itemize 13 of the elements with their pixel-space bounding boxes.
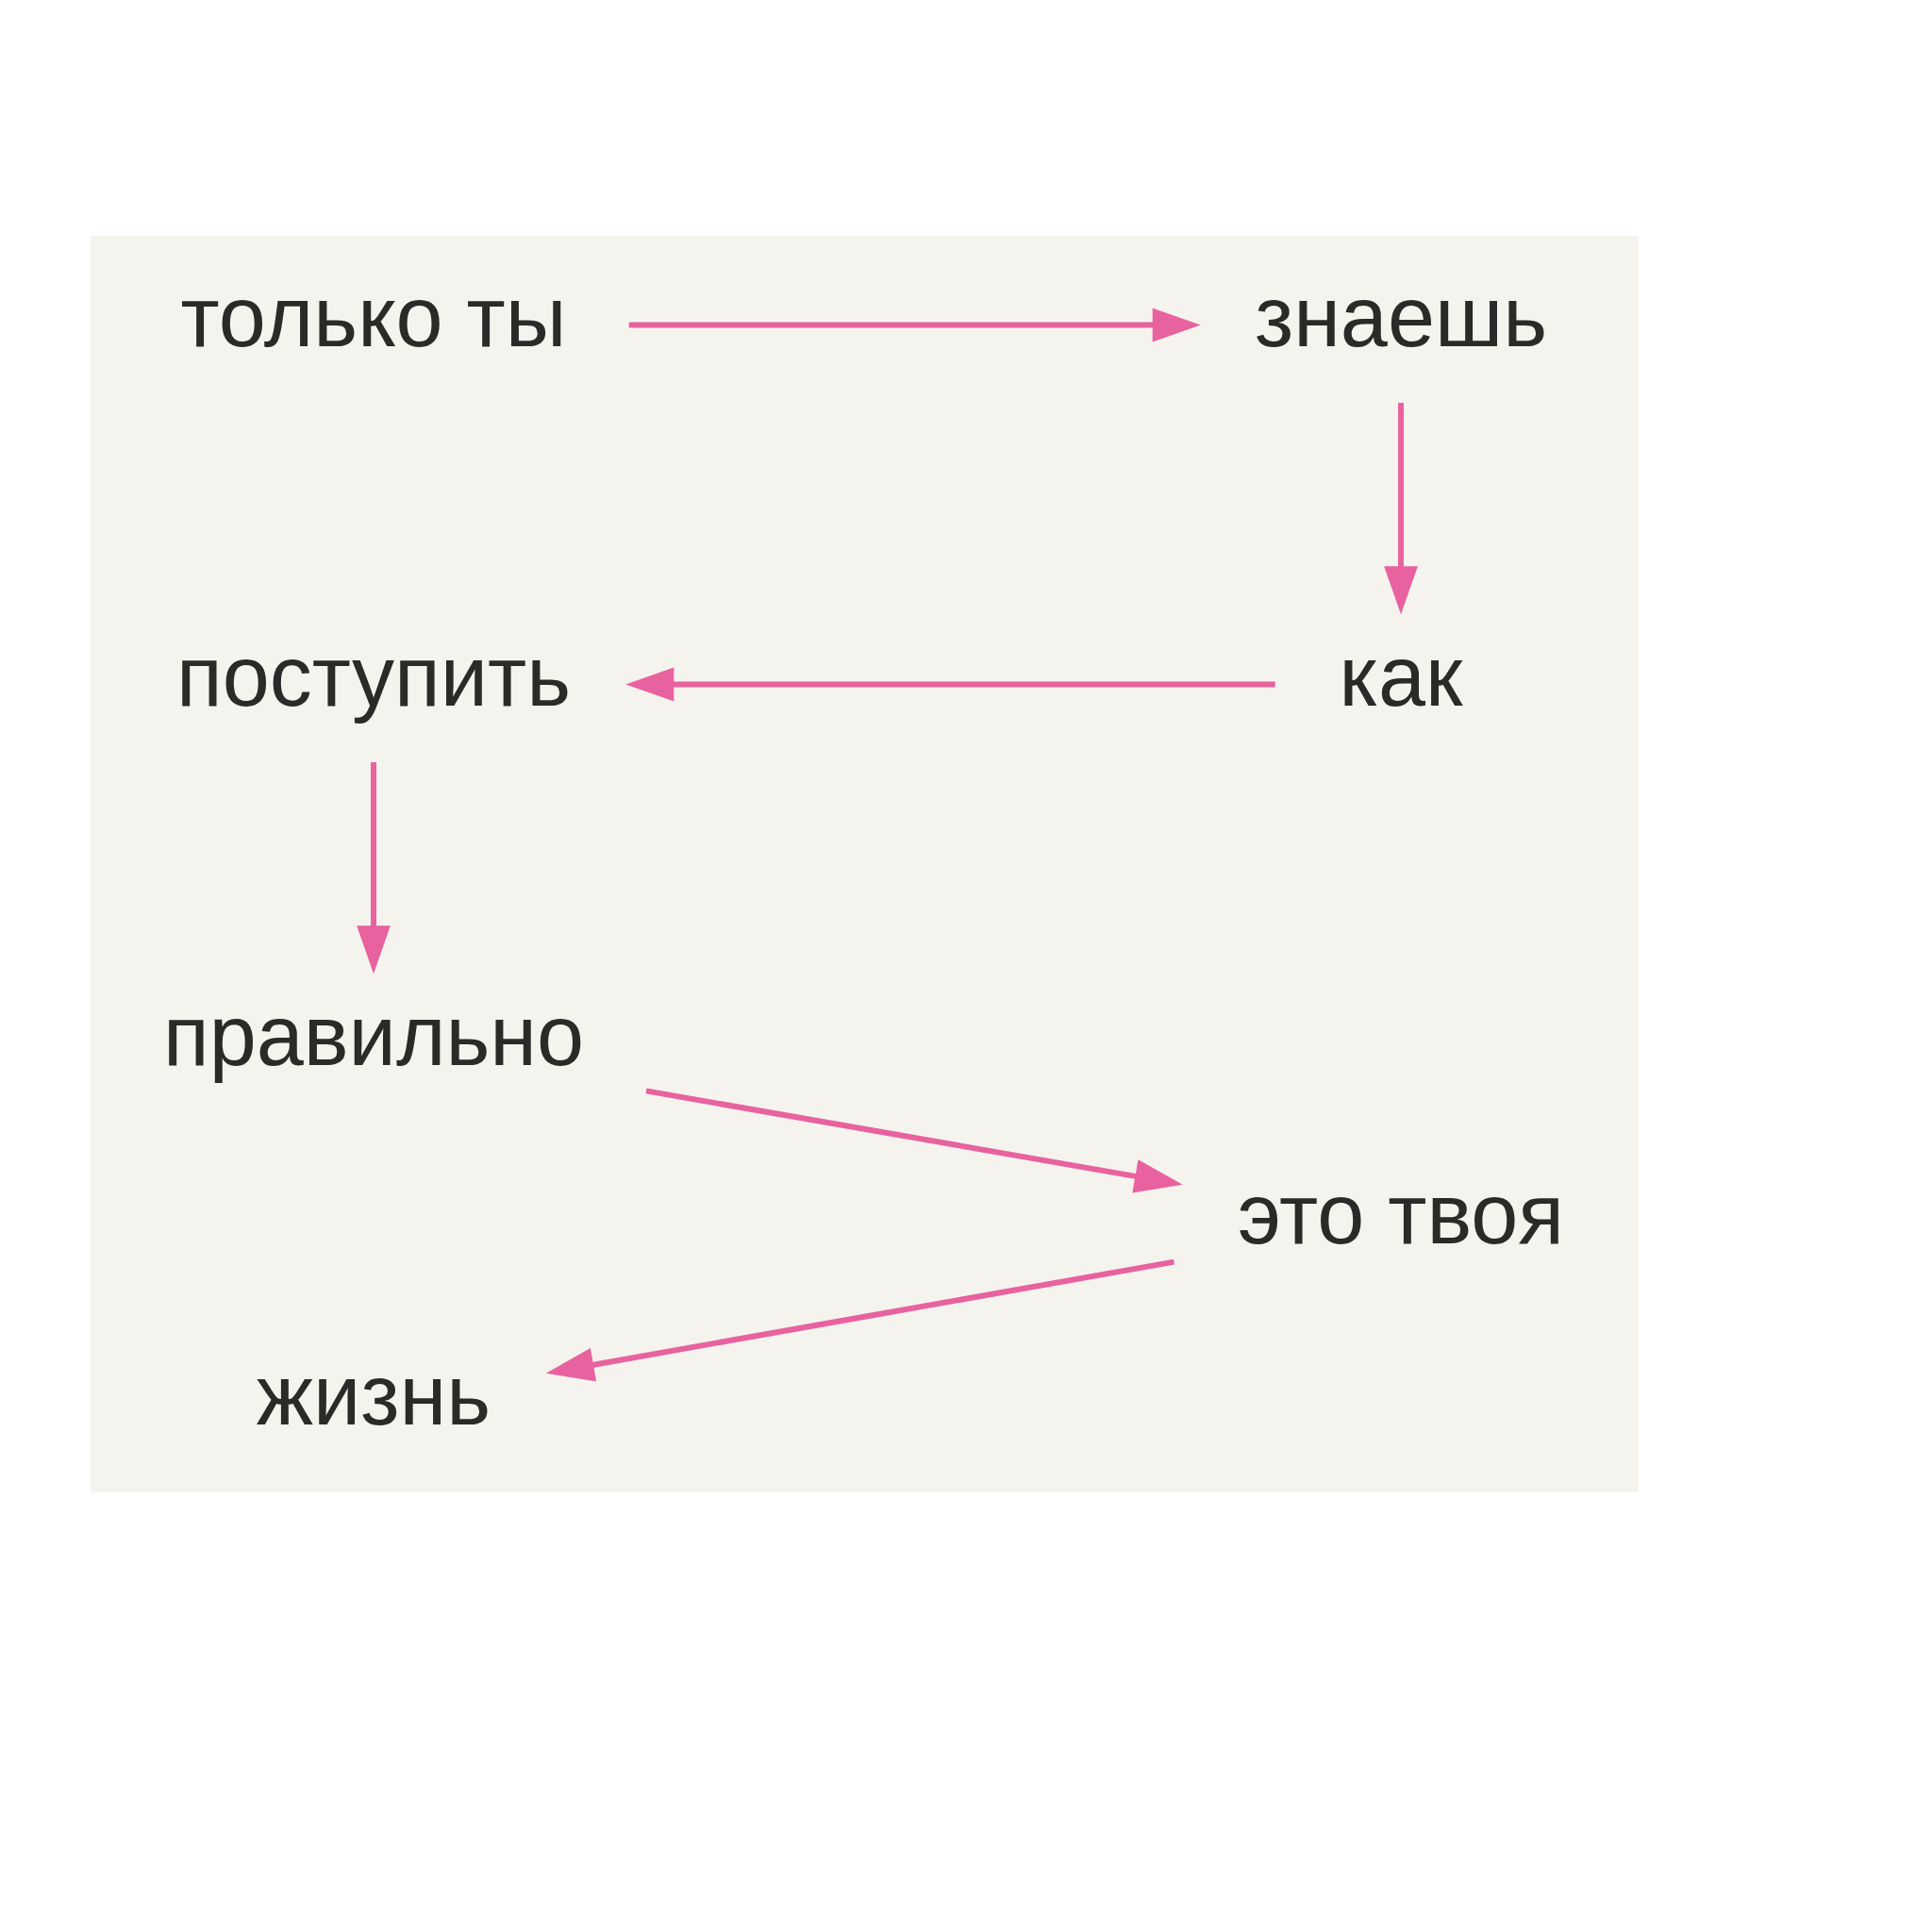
arrow [628,308,1201,342]
arrow [356,762,391,974]
arrow [625,667,1275,702]
node-text: как [1339,629,1462,724]
node-text: это твоя [1237,1167,1564,1261]
arrow [545,1258,1174,1382]
node-text: поступить [175,629,571,724]
arrow [1383,403,1418,615]
arrow [644,1088,1183,1193]
node-text: только ты [179,270,567,364]
node-text: жизнь [256,1348,491,1442]
node-text: знаешь [1254,270,1547,364]
node-text: правильно [162,989,584,1083]
